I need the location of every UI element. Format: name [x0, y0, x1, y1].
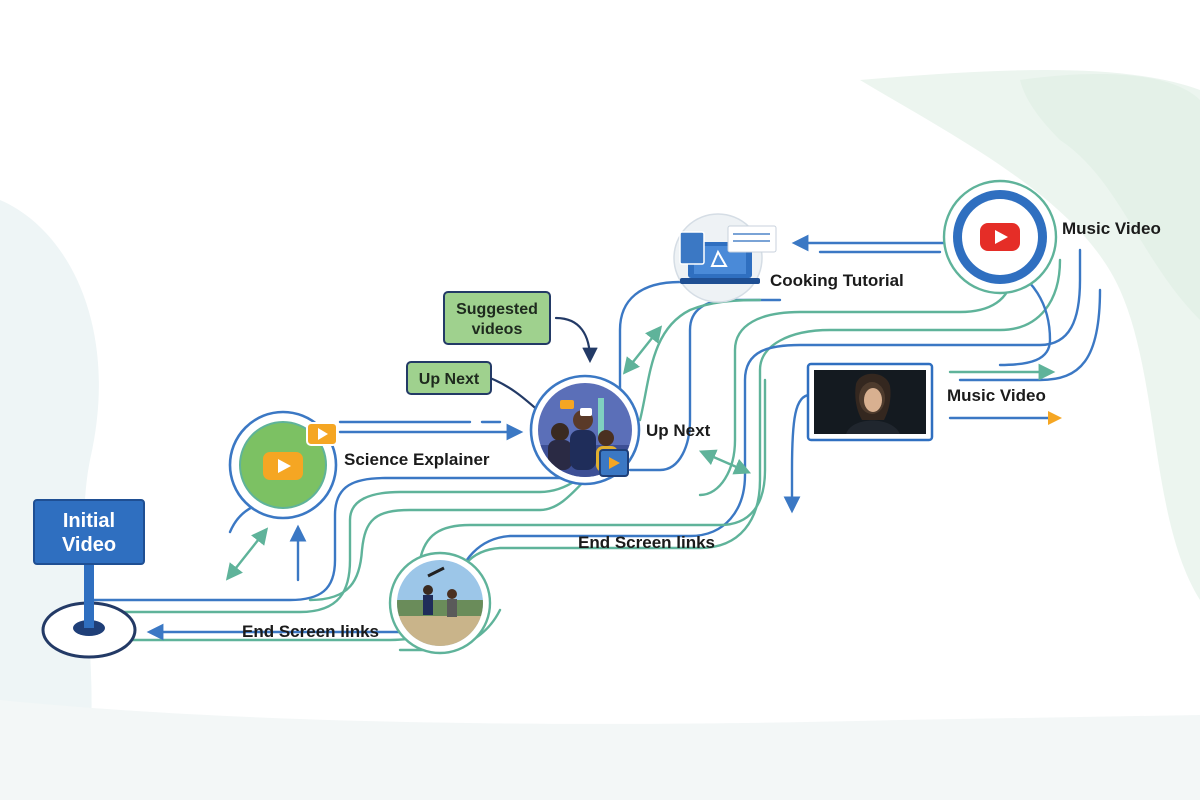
suggested-videos-line2: videos	[472, 321, 523, 338]
initial-video-node[interactable]: Initial Video	[33, 499, 145, 659]
up-next-callout: Up Next	[406, 361, 492, 395]
background-shapes	[0, 70, 1200, 800]
suggested-videos-callout: Suggested videos	[443, 291, 551, 345]
recipe-card-icon	[679, 231, 705, 265]
sign-post	[84, 562, 94, 628]
science-explainer-node[interactable]: Science Explainer	[228, 410, 490, 520]
initial-video-label-2: Video	[62, 534, 116, 556]
initial-video-label-1: Initial	[63, 510, 115, 532]
up-next-node[interactable]: Up Next	[529, 374, 711, 486]
suggested-videos-line1: Suggested	[456, 301, 538, 318]
music-video-top-label: Music Video	[1062, 219, 1161, 238]
up-next-callout-label: Up Next	[419, 371, 480, 388]
up-next-label: Up Next	[646, 421, 711, 440]
cooking-tutorial-node[interactable]: Cooking Tutorial	[673, 213, 904, 303]
end-screen-links-mid-label: End Screen links	[578, 533, 715, 552]
end-screen-links-bottom-label: End Screen links	[242, 622, 379, 641]
initial-video-sign	[33, 499, 145, 565]
document-icon	[727, 225, 777, 253]
end-screen-thumbnail	[397, 560, 483, 646]
cooking-tutorial-label: Cooking Tutorial	[770, 271, 904, 290]
chat-icon-2	[580, 408, 592, 416]
end-screen-node[interactable]	[388, 551, 492, 655]
science-explainer-label: Science Explainer	[344, 450, 490, 469]
music-video-mid-label: Music Video	[947, 386, 1046, 405]
flow-arrows	[146, 234, 1062, 641]
music-video-mid-node[interactable]: Music Video	[806, 362, 1046, 442]
music-video-top-node[interactable]: Music Video	[942, 179, 1161, 295]
chat-icon	[560, 400, 574, 409]
